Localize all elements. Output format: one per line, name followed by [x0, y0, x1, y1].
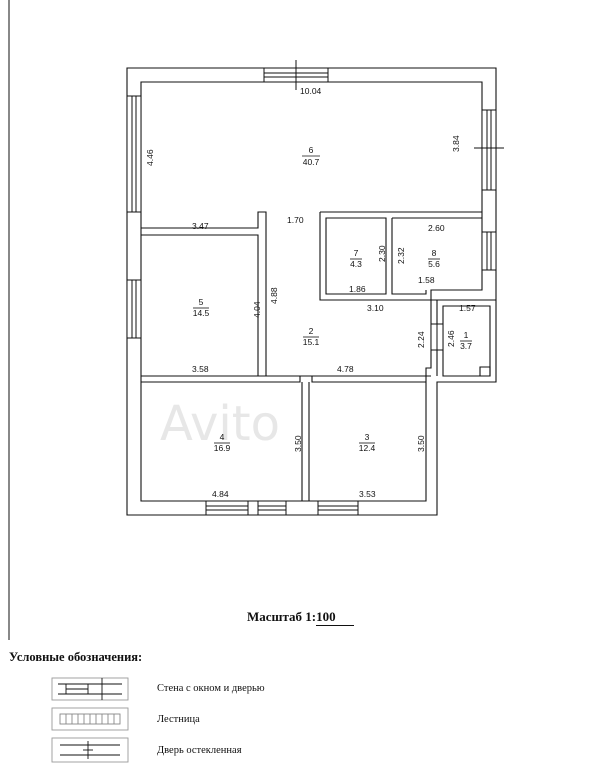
room-7-area: 4.3 — [350, 259, 362, 269]
dim-488: 4.88 — [269, 287, 279, 304]
dim-358: 3.58 — [192, 364, 209, 374]
dim-404: 4.04 — [252, 301, 262, 318]
scale-prefix: Масштаб 1: — [247, 609, 317, 624]
window-right-room8 — [481, 231, 497, 271]
window-bottom-room3 — [317, 500, 359, 516]
room-3-number: 3 — [365, 432, 370, 442]
dim-157: 1.57 — [459, 303, 476, 313]
scale-label: Масштаб 1:100 — [247, 609, 354, 626]
dim-232: 2.32 — [396, 247, 406, 264]
door-room1 — [430, 323, 444, 351]
room-2-area: 15.1 — [303, 337, 320, 347]
legend-item-glazed-door: Дверь остекленная — [157, 745, 242, 756]
window-left-room6 — [126, 95, 142, 213]
legend-glazed-door-symbol — [51, 737, 129, 763]
dim-158: 1.58 — [418, 275, 435, 285]
legend-title: Условные обозначения: — [9, 650, 143, 664]
window-right-room6 — [481, 109, 497, 191]
room-1-number: 1 — [464, 330, 469, 340]
room-7-number: 7 — [354, 248, 359, 258]
stair-box — [479, 366, 491, 377]
room-5-area: 14.5 — [193, 308, 210, 318]
room-1-area: 3.7 — [460, 341, 472, 351]
legend-item-stairs: Лестница — [157, 714, 200, 725]
room-4-number: 4 — [220, 432, 225, 442]
room-6-number: 6 — [309, 145, 314, 155]
legend-stairs-symbol — [51, 707, 129, 731]
dim-350-right: 3.50 — [416, 435, 426, 452]
room7-wall — [319, 212, 431, 301]
dim-353: 3.53 — [359, 489, 376, 499]
dim-right-room6: 3.84 — [451, 135, 461, 152]
dim-478: 4.78 — [337, 364, 354, 374]
scale-value: 100 — [316, 609, 354, 626]
room6-bottom-wall — [141, 211, 267, 376]
dim-top: 10.04 — [300, 86, 322, 96]
legend-wall-window-door-symbol — [51, 677, 129, 701]
room-3-area: 12.4 — [359, 443, 376, 453]
dim-484: 4.84 — [212, 489, 229, 499]
window-bottom-room4-b — [257, 500, 287, 516]
outer-wall-outer — [126, 67, 497, 516]
legend-item-wall-window-door: Стена с окном и дверью — [157, 683, 265, 694]
dim-260: 2.60 — [428, 223, 445, 233]
dim-246: 2.46 — [446, 330, 456, 347]
dim-350-left: 3.50 — [293, 435, 303, 452]
dim-186: 1.86 — [349, 284, 366, 294]
room-2-number: 2 — [309, 326, 314, 336]
room-8-number: 8 — [432, 248, 437, 258]
room5-bottom-wall-2 — [141, 375, 426, 383]
room-4-area: 16.9 — [214, 443, 231, 453]
dim-224: 2.24 — [416, 331, 426, 348]
room-8-area: 5.6 — [428, 259, 440, 269]
dim-230: 2.30 — [377, 245, 387, 262]
room1-walls — [431, 299, 496, 376]
dim-347: 3.47 — [192, 221, 209, 231]
room5-top-wall — [141, 234, 259, 376]
room8-wall-inner — [391, 217, 482, 295]
room7-wall-inner — [325, 217, 387, 295]
room-5-number: 5 — [199, 297, 204, 307]
window-bottom-room4-a — [205, 500, 249, 516]
window-left-room5 — [126, 279, 142, 339]
dim-170: 1.70 — [287, 215, 304, 225]
dim-left-room6: 4.46 — [145, 149, 155, 166]
room-6-area: 40.7 — [303, 157, 320, 167]
dim-310: 3.10 — [367, 303, 384, 313]
